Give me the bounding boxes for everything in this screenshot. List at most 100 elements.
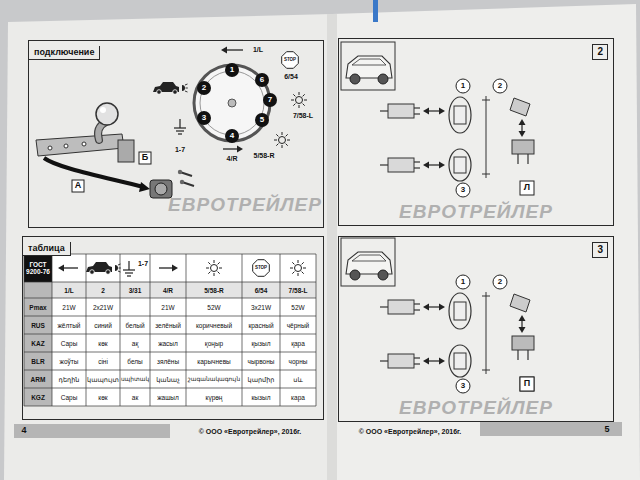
table-cell: 52W (186, 298, 242, 316)
socket-inner (200, 71, 264, 135)
table-cell: կապույտ (86, 370, 120, 388)
panel-frame: 3 (338, 236, 614, 422)
table-cell: ак (120, 388, 150, 406)
table-number-row (52, 282, 316, 298)
light-icon (274, 132, 290, 148)
table-cell: қызыл (242, 334, 280, 352)
table-cell: көк (86, 334, 120, 352)
table-cell: синий (86, 316, 120, 334)
part-letter: Б (142, 153, 148, 163)
callout-circles (197, 63, 277, 143)
pin (228, 99, 236, 107)
table-cell: жашыл (150, 388, 186, 406)
tow-ball (96, 103, 118, 125)
connection-figure (341, 238, 534, 393)
towbar-beam (36, 134, 124, 156)
callout-number: 2 (202, 84, 206, 93)
table-cell: зялёны (150, 352, 186, 370)
letter-box (72, 180, 84, 192)
table-cell: BLR (24, 352, 52, 370)
table-cell: KAZ (24, 334, 52, 352)
table-cell: Pmax (24, 298, 52, 316)
page-number: 4 (21, 426, 26, 436)
car-light-icon (153, 82, 188, 94)
pin-label: 5/58-R (253, 152, 274, 160)
table-cell: кызыл (242, 388, 280, 406)
table-cell: чырвоны (242, 352, 280, 370)
part-letter: П (524, 379, 530, 389)
callout-number: 5 (260, 116, 264, 125)
bolt-hole (48, 146, 52, 150)
table-cell: белый (120, 316, 150, 334)
socket-face (155, 183, 167, 195)
page-number: 5 (604, 425, 609, 435)
table-cell: қара (280, 334, 316, 352)
ground-symbol (123, 261, 135, 276)
callout-number: 1 (230, 66, 234, 75)
table-cell: 4/R (150, 282, 186, 298)
table-cell: 2x21W (86, 298, 120, 316)
table-cell: 3/31 (120, 282, 150, 298)
table-cell: ГОСТ 9200-76 (24, 254, 52, 282)
table-grid (24, 254, 316, 406)
callout-number: 7 (268, 96, 272, 105)
callout-number: 6 (260, 76, 264, 85)
table-cell: чорны (280, 352, 316, 370)
stop-text: STOP (255, 266, 267, 271)
callout-number: 3 (461, 186, 465, 195)
pin-label: 6/54 (284, 73, 298, 81)
watermark: ЕВРОТРЕЙЛЕР (399, 202, 553, 223)
panel-heading: подключение (29, 46, 100, 60)
bolt-hole (82, 142, 86, 146)
left-page (4, 14, 332, 480)
footer-bar (480, 422, 622, 436)
table-cell: կարմիր (242, 370, 280, 388)
callout-number: 3 (461, 382, 465, 391)
wire-harness (44, 158, 144, 187)
right-arrow (159, 267, 174, 268)
table-cell: կանաչ (150, 370, 186, 388)
page-fold (327, 14, 337, 480)
table-head-cell (24, 254, 52, 282)
table-cell: жёлтый (52, 316, 86, 334)
pin-label: 7/58-L (293, 112, 313, 120)
table-cell: KGZ (24, 388, 52, 406)
arrow-head (139, 182, 150, 192)
table-cell: коричневый (186, 316, 242, 334)
panel-number: 3 (592, 242, 608, 258)
left-arrow (62, 267, 78, 268)
table-cell: 6/54 (242, 282, 280, 298)
table-cell: սպիտակ (120, 370, 150, 388)
table-cell: карычневы (186, 352, 242, 370)
table-cell: 1/L (52, 282, 86, 298)
socket-bracket (118, 140, 134, 162)
table-cell: кара (280, 388, 316, 406)
table-ground (24, 254, 316, 406)
stop-sign (282, 52, 299, 69)
footer-bar (14, 424, 170, 438)
callout-number: 1 (461, 278, 465, 287)
table-cell: 21W (150, 298, 186, 316)
table-cell: դեղին (52, 370, 86, 388)
callout-number: 3 (202, 114, 206, 123)
table-cell: жоўты (52, 352, 86, 370)
pin-label: 1-7 (175, 146, 185, 154)
table-cell: көк (86, 388, 120, 406)
ground-symbol (174, 119, 186, 134)
callout-number: 2 (498, 278, 502, 287)
table-cell: красный (242, 316, 280, 334)
table-row-heads (24, 282, 52, 406)
light-icon (206, 260, 222, 276)
table-cell: սև (280, 370, 316, 388)
table-cell: 2 (86, 282, 120, 298)
table-cell: ARM (24, 370, 52, 388)
arrow-head (58, 265, 64, 272)
right-arrow (223, 148, 239, 149)
table-cell: Сары (52, 334, 86, 352)
letter-box (139, 152, 151, 164)
light-icon (290, 260, 306, 276)
table-cell: 5/58-R (186, 282, 242, 298)
light-icon (291, 92, 307, 108)
copyright-note: © ООО «Евротрейлер», 2016г. (199, 428, 302, 436)
